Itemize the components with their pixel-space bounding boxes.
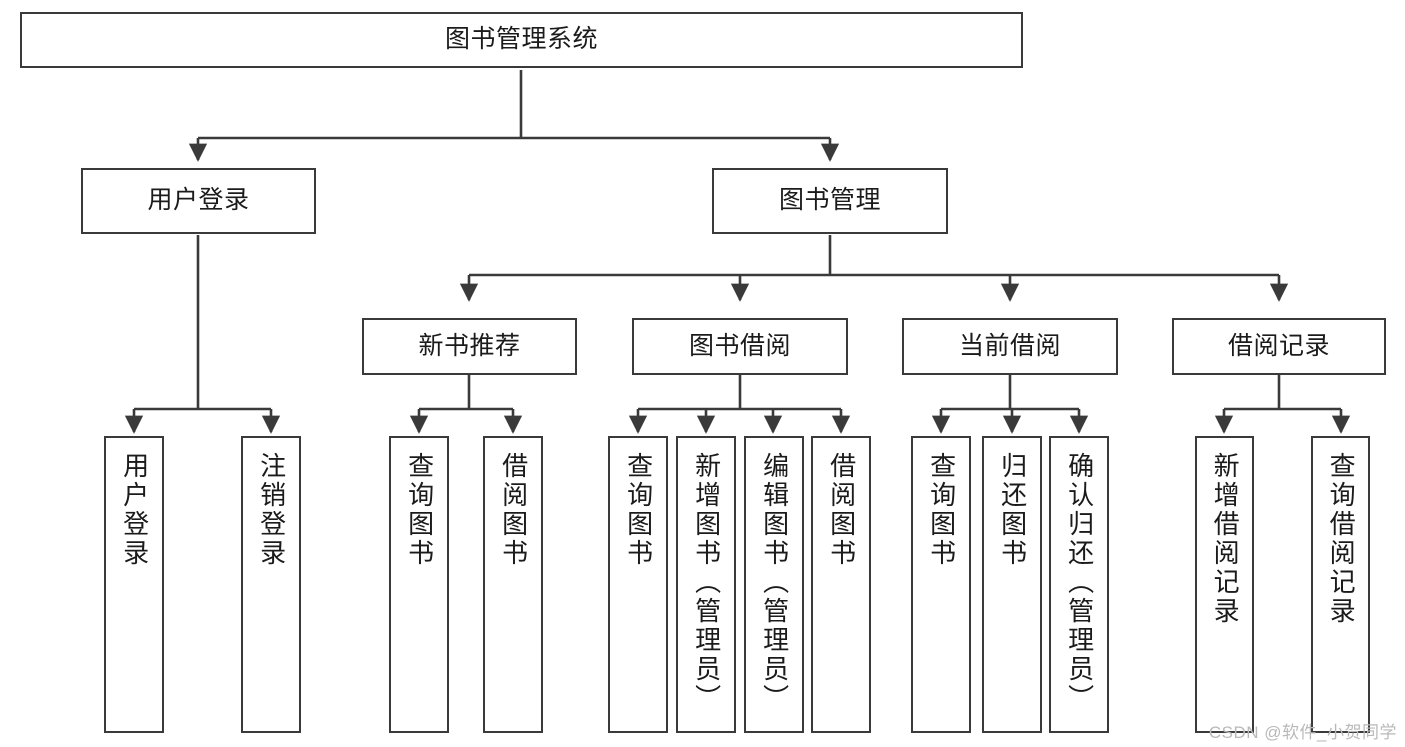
node-label: 新书推荐 — [418, 331, 521, 360]
node-label: 查询图书 — [623, 452, 654, 568]
node-label: 新增图书（管理员） — [691, 452, 722, 713]
leaf-record-query-record[interactable]: 查询借阅记录 — [1311, 436, 1370, 733]
leaf-recommend-borrow-book[interactable]: 借阅图书 — [483, 436, 543, 733]
leaf-current-return-book[interactable]: 归还图书 — [982, 436, 1042, 733]
node-label: 新增借阅记录 — [1210, 452, 1241, 626]
leaf-user-logout[interactable]: 注销登录 — [241, 436, 301, 733]
node-label: 当前借阅 — [958, 331, 1061, 360]
leaf-borrow-borrow-book[interactable]: 借阅图书 — [811, 436, 871, 733]
node-label: 图书借阅 — [688, 331, 791, 360]
node-borrow-record[interactable]: 借阅记录 — [1172, 318, 1386, 375]
node-label: 用户登录 — [119, 452, 150, 568]
node-label: 编辑图书（管理员） — [759, 452, 790, 713]
csdn-watermark: CSDN @软件_小贺同学 — [1208, 723, 1397, 742]
node-label: 图书管理 — [778, 186, 881, 215]
node-label: 借阅图书 — [826, 452, 857, 568]
node-label: 归还图书 — [997, 452, 1028, 568]
leaf-current-confirm-return-admin[interactable]: 确认归还（管理员） — [1049, 436, 1109, 733]
node-label: 借阅图书 — [498, 452, 529, 568]
node-root-system[interactable]: 图书管理系统 — [20, 12, 1023, 68]
leaf-borrow-add-book-admin[interactable]: 新增图书（管理员） — [676, 436, 736, 733]
node-current-borrow[interactable]: 当前借阅 — [902, 318, 1118, 375]
leaf-borrow-edit-book-admin[interactable]: 编辑图书（管理员） — [744, 436, 804, 733]
leaf-user-login[interactable]: 用户登录 — [104, 436, 164, 733]
node-label: 查询图书 — [926, 452, 957, 568]
leaf-current-query-book[interactable]: 查询图书 — [911, 436, 971, 733]
node-label: 图书管理系统 — [444, 25, 598, 54]
node-label: 注销登录 — [256, 452, 287, 568]
node-new-book-recommend[interactable]: 新书推荐 — [362, 318, 577, 375]
leaf-borrow-query-book[interactable]: 查询图书 — [608, 436, 668, 733]
node-label: 用户登录 — [147, 186, 250, 215]
node-label: 查询借阅记录 — [1326, 452, 1357, 626]
node-label: 确认归还（管理员） — [1064, 452, 1095, 713]
node-label: 借阅记录 — [1227, 331, 1330, 360]
leaf-recommend-query-book[interactable]: 查询图书 — [389, 436, 449, 733]
node-book-management[interactable]: 图书管理 — [712, 168, 948, 234]
node-label: 查询图书 — [404, 452, 435, 568]
node-book-borrow[interactable]: 图书借阅 — [632, 318, 848, 375]
leaf-record-add-record[interactable]: 新增借阅记录 — [1195, 436, 1254, 733]
node-user-login[interactable]: 用户登录 — [81, 168, 316, 234]
